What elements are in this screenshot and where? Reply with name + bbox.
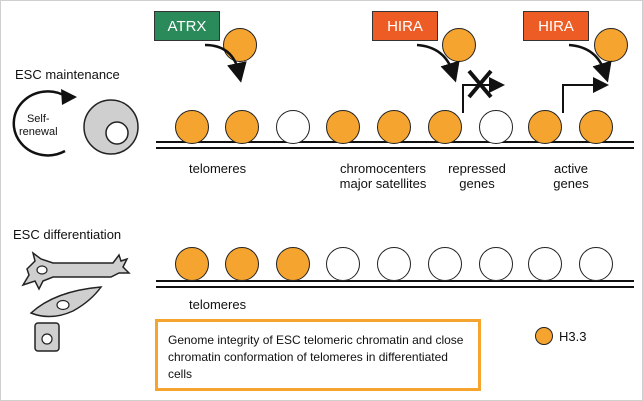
legend-h33-swatch xyxy=(535,327,553,345)
repressed-promoter-arrow xyxy=(462,77,505,113)
esc-differentiation-label: ESC differentiation xyxy=(13,227,122,242)
hira-deposition-arrow-active xyxy=(568,43,612,83)
nucleosome-h33 xyxy=(276,247,310,281)
nucleosome-empty xyxy=(276,110,310,144)
nucleosome-empty xyxy=(377,247,411,281)
repressed-label: repressed xyxy=(448,161,506,176)
summary-text: Genome integrity of ESC telomeric chroma… xyxy=(168,333,464,381)
arrows-layer xyxy=(204,43,612,113)
chromocenters-label: chromocenters xyxy=(340,161,426,176)
atrx-deposition-arrow xyxy=(204,43,247,83)
nucleosome-empty xyxy=(428,247,462,281)
nucleosome-h33 xyxy=(579,110,613,144)
free-h33-hira-active xyxy=(594,28,628,62)
self-renewal-illustration xyxy=(12,89,139,157)
nucleosome-h33 xyxy=(528,110,562,144)
dna-strand-differentiation-top xyxy=(156,280,634,282)
free-h33-atrx xyxy=(223,28,257,62)
nucleosome-h33 xyxy=(175,110,209,144)
summary-box: Genome integrity of ESC telomeric chroma… xyxy=(155,319,481,391)
active-genes-label: genes xyxy=(553,176,589,191)
hira-deposition-arrow-repressed xyxy=(416,43,460,83)
major-satellites-label: major satellites xyxy=(339,176,427,191)
neuron-nucleus xyxy=(36,265,48,275)
dna-strand-differentiation-bottom xyxy=(156,286,634,288)
hira-box-repressed: HIRA xyxy=(372,11,438,41)
legend-h33-label: H3.3 xyxy=(559,329,587,344)
nucleosome-empty xyxy=(326,247,360,281)
active-promoter-arrow xyxy=(562,77,609,113)
nucleosome-h33 xyxy=(428,110,462,144)
self-renewal-arrow xyxy=(12,90,68,157)
repressed-genes-label: genes xyxy=(459,176,495,191)
nucleosome-empty xyxy=(479,247,513,281)
atrx-box: ATRX xyxy=(154,11,220,41)
dna-strand-maintenance-bottom xyxy=(156,147,634,149)
nucleosome-empty xyxy=(579,247,613,281)
nucleosome-h33 xyxy=(175,247,209,281)
differentiated-cells-illustration xyxy=(21,251,131,352)
nucleosome-h33 xyxy=(377,110,411,144)
nucleosome-empty xyxy=(528,247,562,281)
esc-maintenance-label: ESC maintenance xyxy=(15,67,120,82)
telomeres-label-differentiation: telomeres xyxy=(189,297,247,312)
self-renewal-label: Self- renewal xyxy=(19,113,58,138)
epithelial-nucleus xyxy=(41,333,53,345)
fibroblast-nucleus xyxy=(56,299,70,311)
neuron-cell xyxy=(21,251,131,291)
nucleosome-empty xyxy=(479,110,513,144)
block-x-line-2 xyxy=(467,69,493,99)
telomeres-label-maintenance: telomeres xyxy=(189,161,247,176)
stem-cell-nucleus xyxy=(105,121,129,145)
self-renewal-arrowhead xyxy=(61,89,77,105)
hira-box-active: HIRA xyxy=(523,11,589,41)
nucleosome-h33 xyxy=(225,247,259,281)
active-label: active xyxy=(554,161,588,176)
nucleosome-h33 xyxy=(326,110,360,144)
nucleosome-h33 xyxy=(225,110,259,144)
